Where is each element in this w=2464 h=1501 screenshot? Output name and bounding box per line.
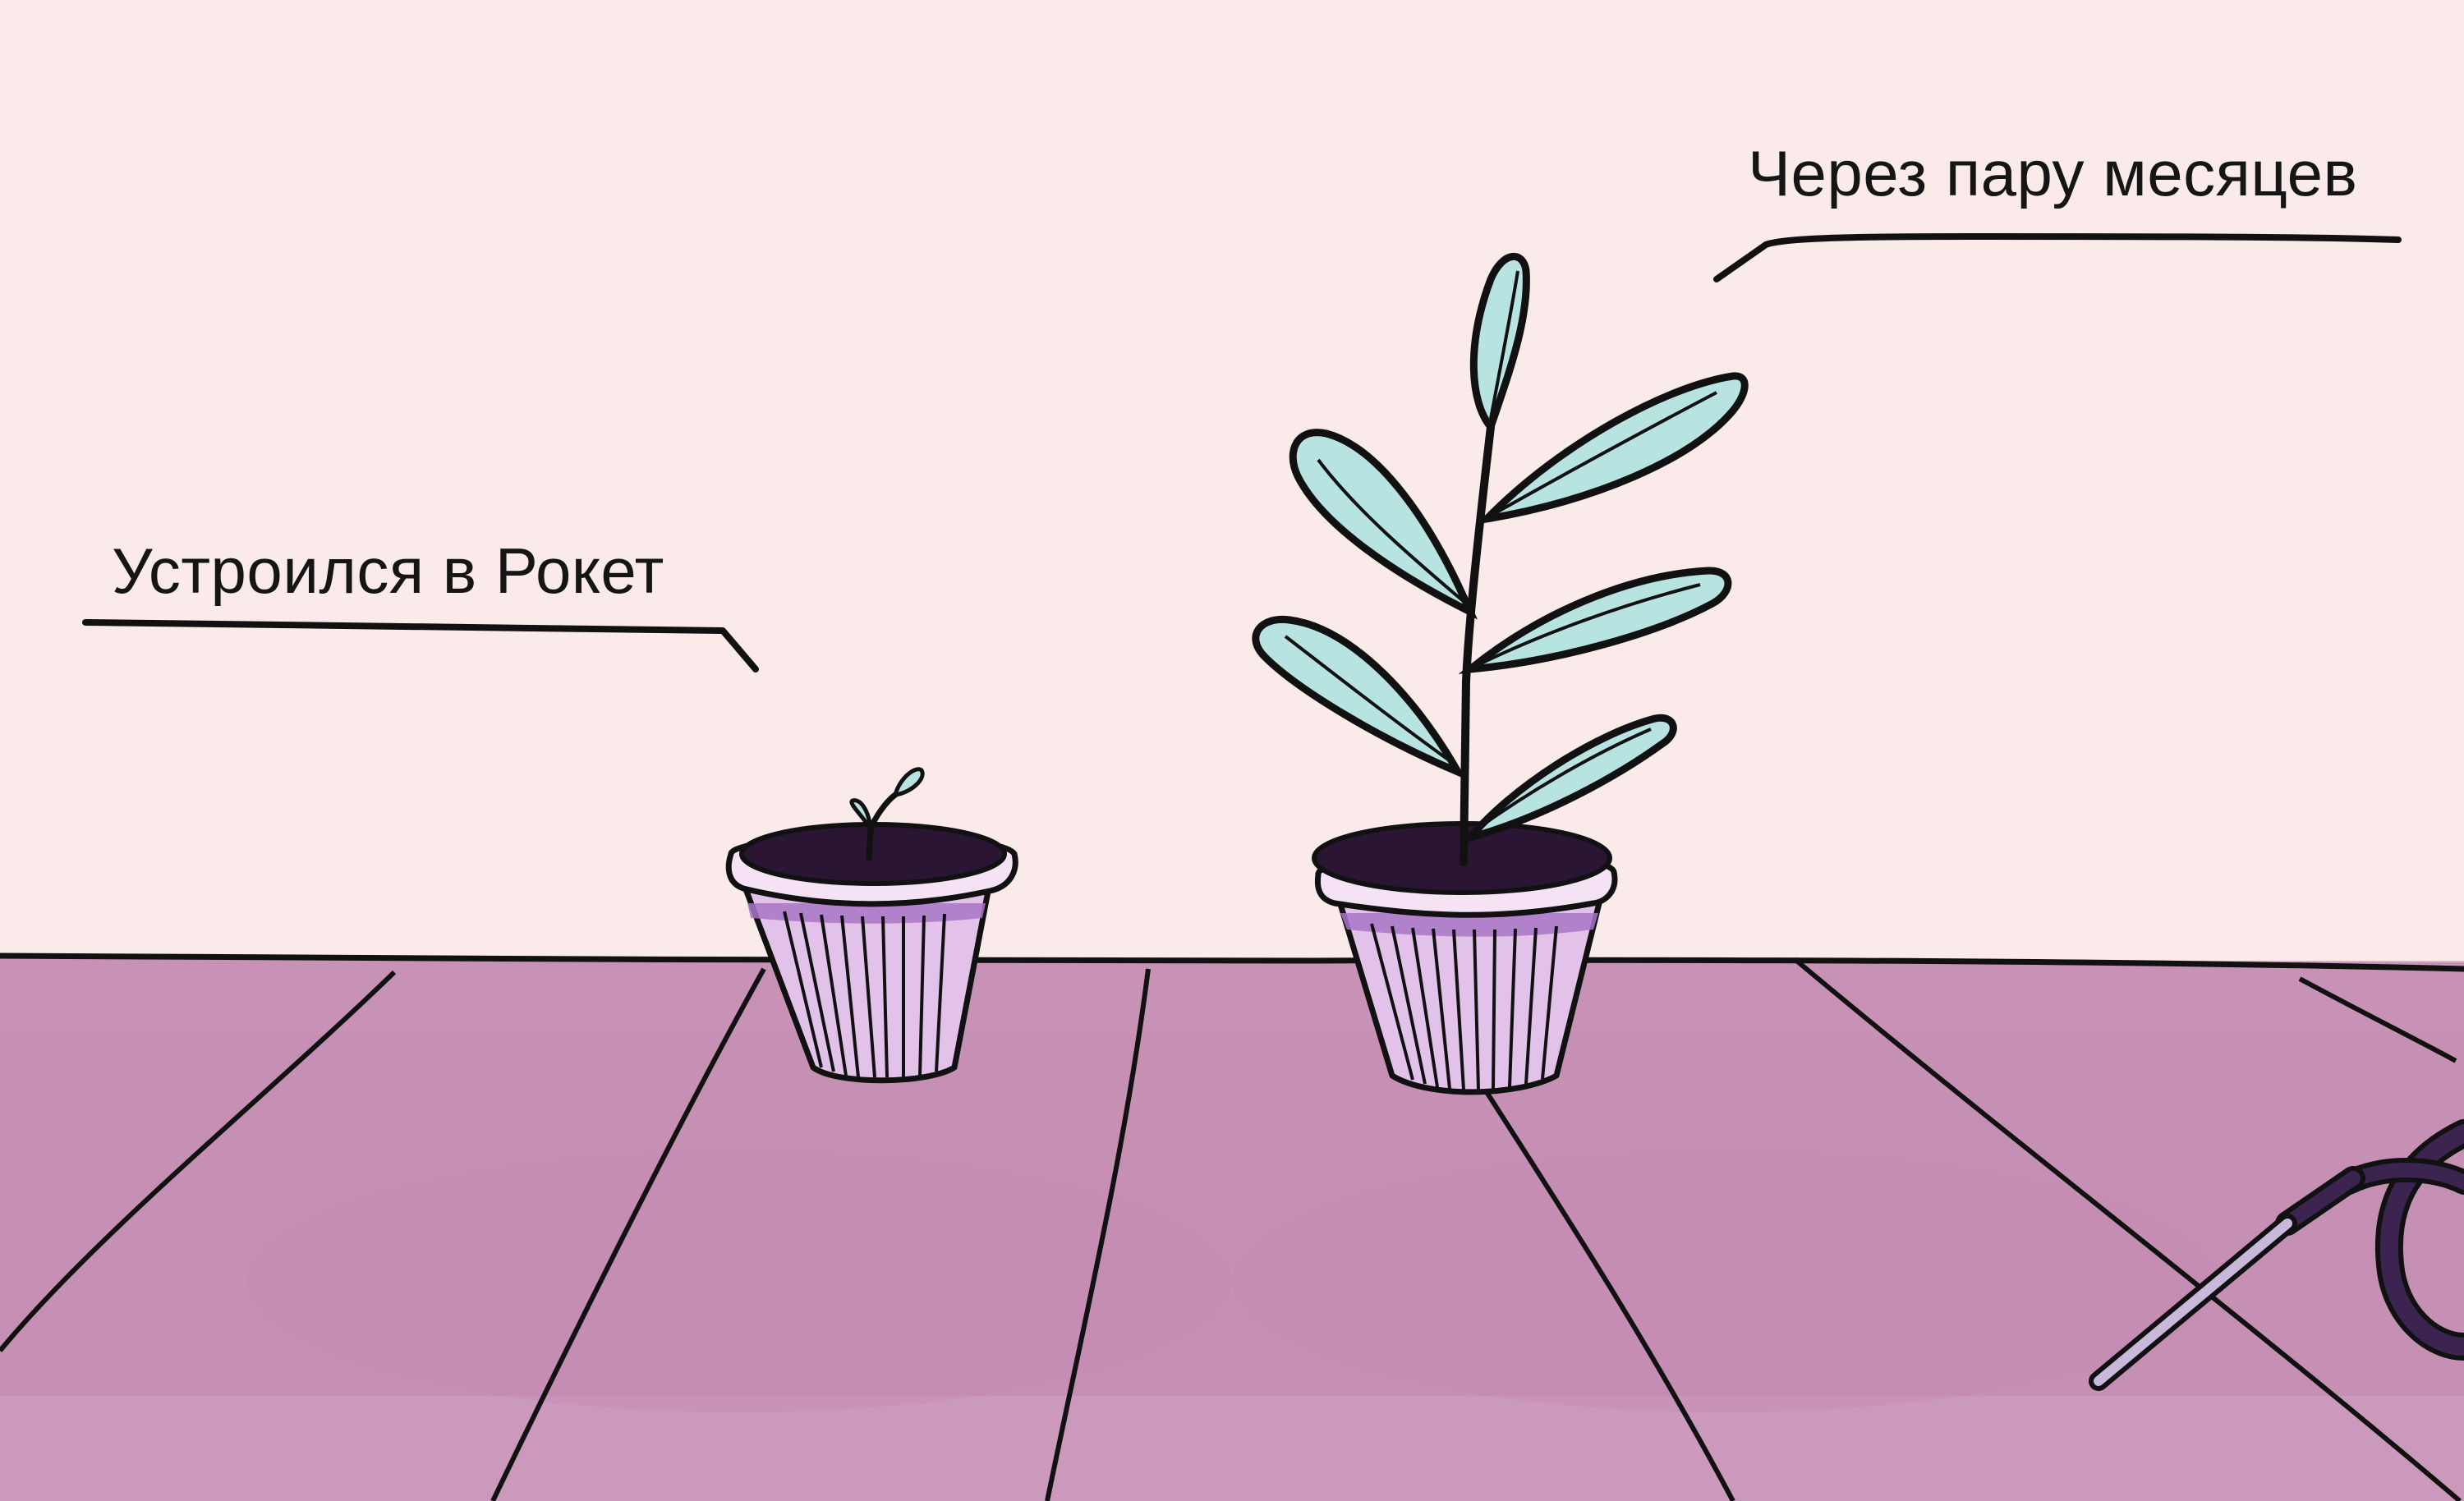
caption-arrived-at-rocket: Устроился в Рокет [112,535,664,607]
grown-plant-pot-icon [1252,253,1749,1095]
caption-left-line [82,619,759,672]
garden-hose-nozzle-icon [2089,1119,2464,1391]
wall [0,0,2464,961]
caption-couple-months-later: Через пару месяцев [1748,137,2358,209]
seedling-pot-icon [725,767,1018,1084]
caption-right-line [1713,233,2402,282]
floor [0,952,2464,1501]
